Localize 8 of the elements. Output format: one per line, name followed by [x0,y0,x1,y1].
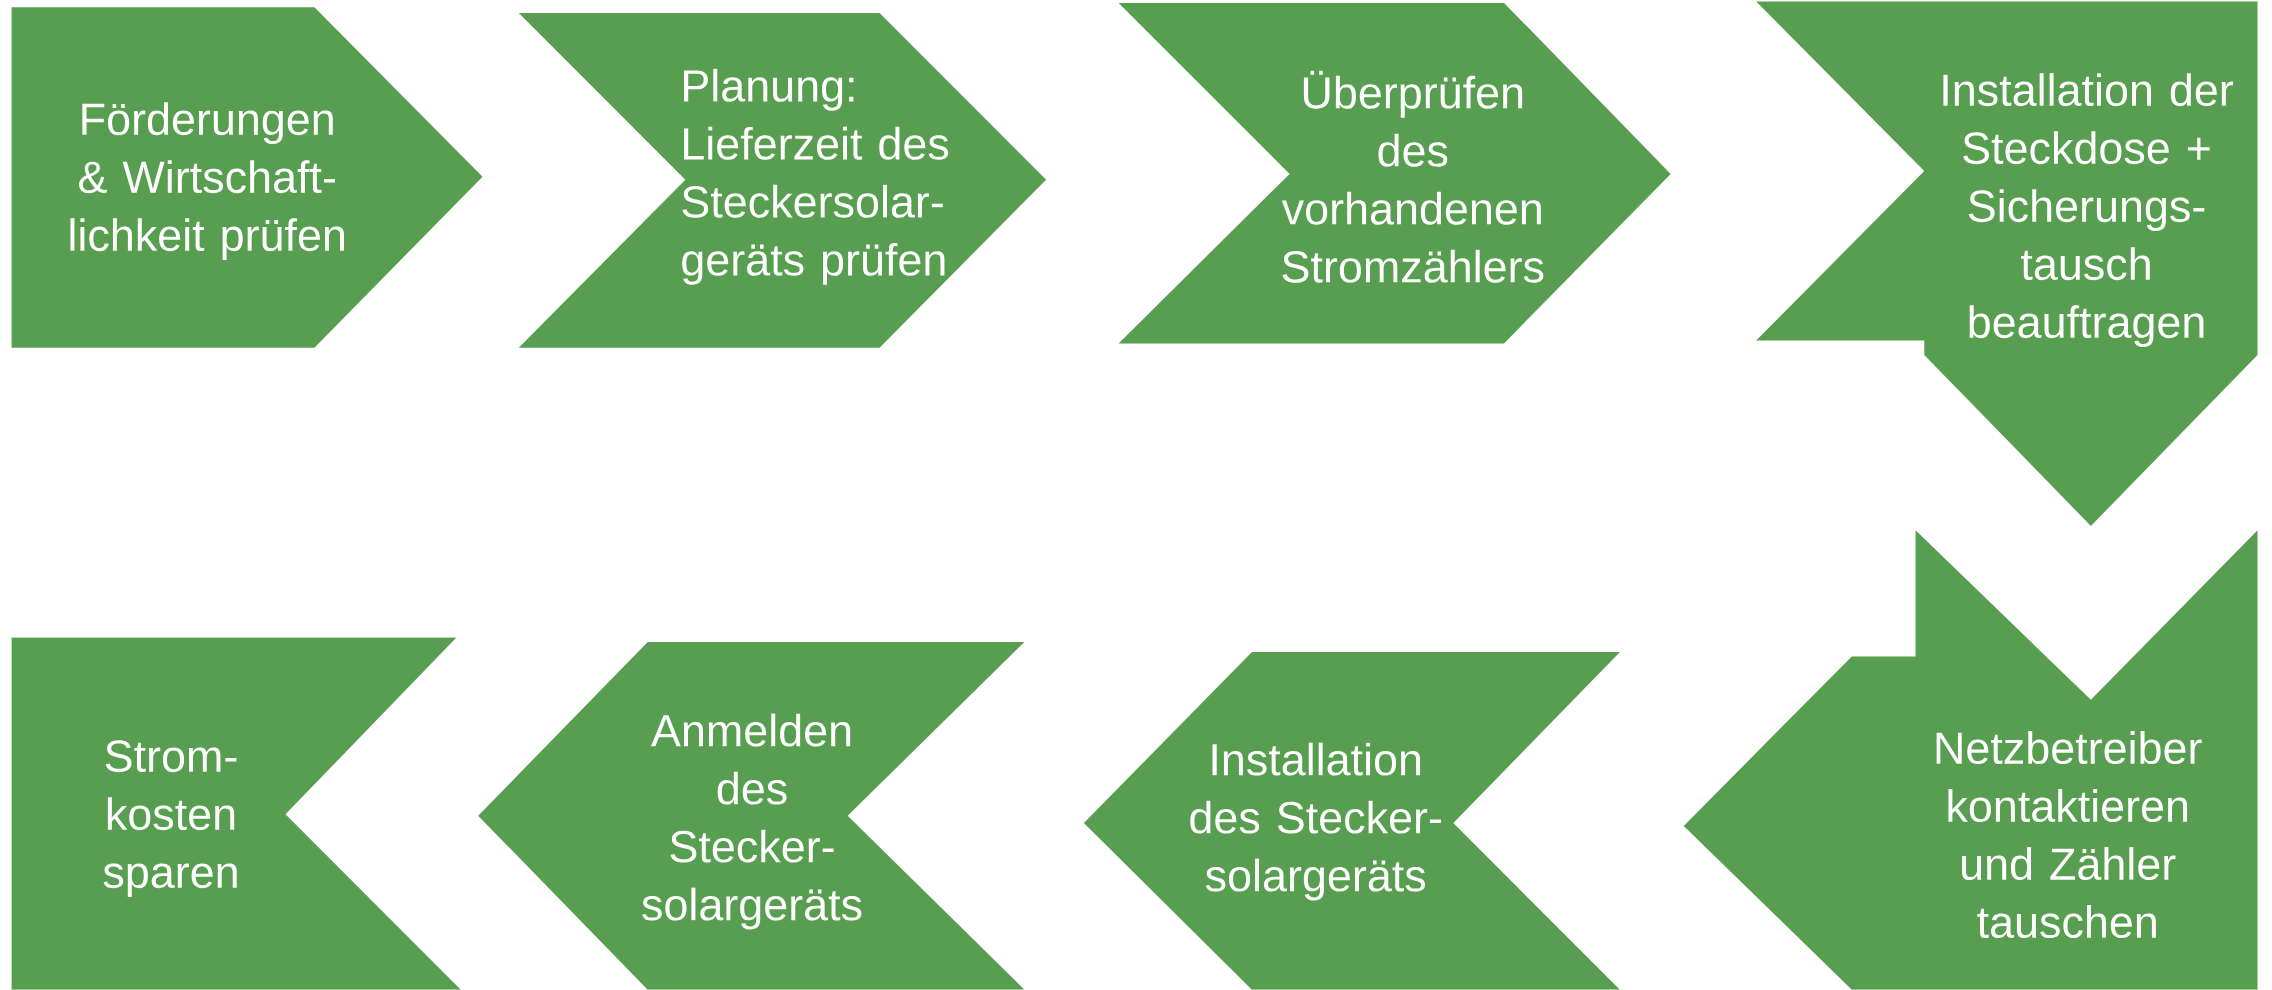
chevron-step: Förderungen & Wirtschaft-lichkeit prüfen [11,7,483,348]
chevron-step: Installation des Stecker-solargeräts [1083,652,1620,990]
chevron-step: Überprüfen des vorhandenen Stromzählers [1118,3,1671,344]
chevron-step: Strom-kosten sparen [11,637,461,990]
chevron-step: Netzbetreiber kontaktieren und Zähler tauschen [1683,530,2258,990]
chevron-step: Anmelden des Stecker-solargeräts [478,642,1025,990]
chevron-step: Installation der Steckdose + Sicherungs-tausch beauftragen [1756,1,2258,527]
chevron-step: Planung: Lieferzeit des Steckersolar-geräts prüfen [518,13,1047,348]
